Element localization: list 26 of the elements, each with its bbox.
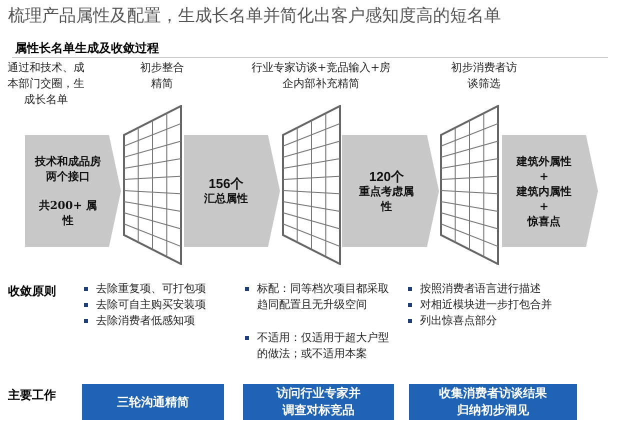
work-box: 三轮沟通精简 — [82, 384, 224, 420]
chevron-shape: 技术和成品房两个接口 共200+ 属性 — [25, 135, 121, 247]
chevron-shape: 建筑外属性 + 建筑内属性 + 惊喜点 — [502, 135, 598, 247]
row-heading: 主要工作 — [8, 387, 57, 404]
chevron-shape: 156个 汇总属性 — [184, 135, 280, 247]
step-caption: 行业专家访谈+竞品输入+房企内部补充精简 — [250, 60, 392, 92]
grid-panel-drawing — [282, 105, 342, 265]
row-heading: 收敛原则 — [8, 283, 57, 300]
section-heading: 属性长名单生成及收敛过程 — [15, 40, 160, 57]
work-box: 访问行业专家并调查对标竞品 — [243, 384, 394, 420]
bullet-text: 标配：同等档次项目都采取趋同配置且无升级空间 — [243, 281, 398, 313]
bullet-text: 对相近模块进一步打包合并 — [406, 297, 596, 313]
bullet-text: 去除重复项、可打包项 — [82, 281, 232, 297]
bullet-text: 去除可自主购买安装项 — [82, 297, 232, 313]
bullet-text: 列出惊喜点部分 — [406, 313, 596, 329]
work-box: 收集消费者访谈结果归纳初步洞见 — [409, 384, 577, 420]
step-caption: 初步整合精简 — [139, 60, 185, 92]
bullet-text: 去除消费者低感知项 — [82, 313, 232, 329]
grid-panel-drawing — [123, 105, 183, 265]
step-caption: 通过和技术、成本部门交圈，生成长名单 — [6, 60, 86, 108]
grid-panel-drawing — [440, 105, 500, 265]
title: 梳理产品属性及配置，生成长名单并简化出客户感知度高的短名单 — [8, 5, 502, 28]
bullet-text: 按照消费者语言进行描述 — [406, 281, 596, 297]
chevron-shape: 120个 重点考虑属性 — [342, 135, 439, 247]
step-caption: 初步消费者访谈筛选 — [450, 60, 518, 92]
bullet-text: 不适用：仅适用于超大户型的做法；或不适用本案 — [243, 330, 398, 362]
